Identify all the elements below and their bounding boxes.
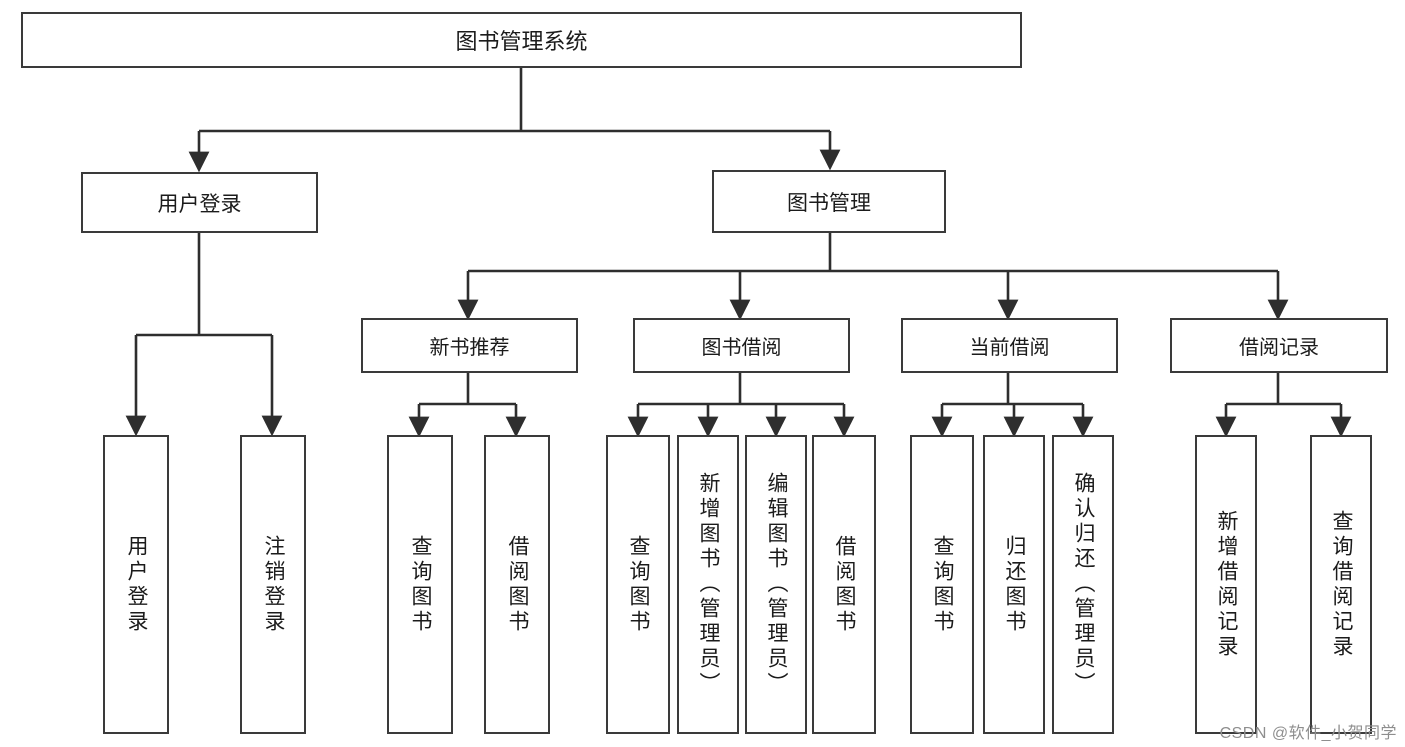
node-leaf-user-login-label: 用户登录	[125, 534, 149, 635]
node-leaf-borrow-book-recommend-label: 借阅图书	[506, 534, 530, 635]
node-current-borrow-label: 当前借阅	[969, 337, 1050, 359]
node-book-management[interactable]: 图书管理	[712, 170, 946, 233]
watermark: CSDN @软件_小贺同学	[1219, 725, 1397, 742]
node-book-borrow-label: 图书借阅	[701, 337, 782, 359]
node-leaf-confirm-return-admin-label: 确认归还（管理员）	[1072, 472, 1096, 697]
node-leaf-edit-book-admin-label: 编辑图书（管理员）	[765, 472, 789, 697]
node-leaf-query-book-borrow-label: 查询图书	[627, 534, 651, 635]
node-leaf-add-book-admin[interactable]: 新增图书（管理员）	[677, 435, 739, 734]
node-borrow-record[interactable]: 借阅记录	[1170, 318, 1388, 373]
node-new-book-recommend[interactable]: 新书推荐	[361, 318, 578, 373]
node-leaf-user-logout[interactable]: 注销登录	[240, 435, 306, 734]
node-leaf-query-book-borrow[interactable]: 查询图书	[606, 435, 670, 734]
node-current-borrow[interactable]: 当前借阅	[901, 318, 1118, 373]
node-leaf-query-book-recommend[interactable]: 查询图书	[387, 435, 453, 734]
node-leaf-add-borrow-record[interactable]: 新增借阅记录	[1195, 435, 1257, 734]
node-new-book-recommend-label: 新书推荐	[429, 337, 510, 359]
node-leaf-edit-book-admin[interactable]: 编辑图书（管理员）	[745, 435, 807, 734]
node-user-login[interactable]: 用户登录	[81, 172, 318, 233]
node-leaf-query-borrow-record-label: 查询借阅记录	[1330, 509, 1354, 660]
node-leaf-query-borrow-record[interactable]: 查询借阅记录	[1310, 435, 1372, 734]
node-leaf-borrow-book-recommend[interactable]: 借阅图书	[484, 435, 550, 734]
node-leaf-user-login[interactable]: 用户登录	[103, 435, 169, 734]
node-leaf-add-book-admin-label: 新增图书（管理员）	[697, 472, 721, 697]
node-root-system[interactable]: 图书管理系统	[21, 12, 1022, 68]
node-leaf-borrow-book-borrow[interactable]: 借阅图书	[812, 435, 876, 734]
node-leaf-query-book-current[interactable]: 查询图书	[910, 435, 974, 734]
node-leaf-add-borrow-record-label: 新增借阅记录	[1215, 509, 1239, 660]
node-root-label: 图书管理系统	[455, 29, 588, 54]
node-leaf-return-book[interactable]: 归还图书	[983, 435, 1045, 734]
node-book-borrow[interactable]: 图书借阅	[633, 318, 850, 373]
node-leaf-confirm-return-admin[interactable]: 确认归还（管理员）	[1052, 435, 1114, 734]
node-leaf-borrow-book-borrow-label: 借阅图书	[833, 534, 857, 635]
node-leaf-query-book-current-label: 查询图书	[931, 534, 955, 635]
node-user-login-label: 用户登录	[157, 192, 242, 216]
node-leaf-user-logout-label: 注销登录	[262, 534, 286, 635]
node-borrow-record-label: 借阅记录	[1239, 337, 1319, 359]
node-book-management-label: 图书管理	[787, 191, 871, 215]
node-leaf-query-book-recommend-label: 查询图书	[409, 534, 433, 635]
node-leaf-return-book-label: 归还图书	[1003, 534, 1027, 635]
